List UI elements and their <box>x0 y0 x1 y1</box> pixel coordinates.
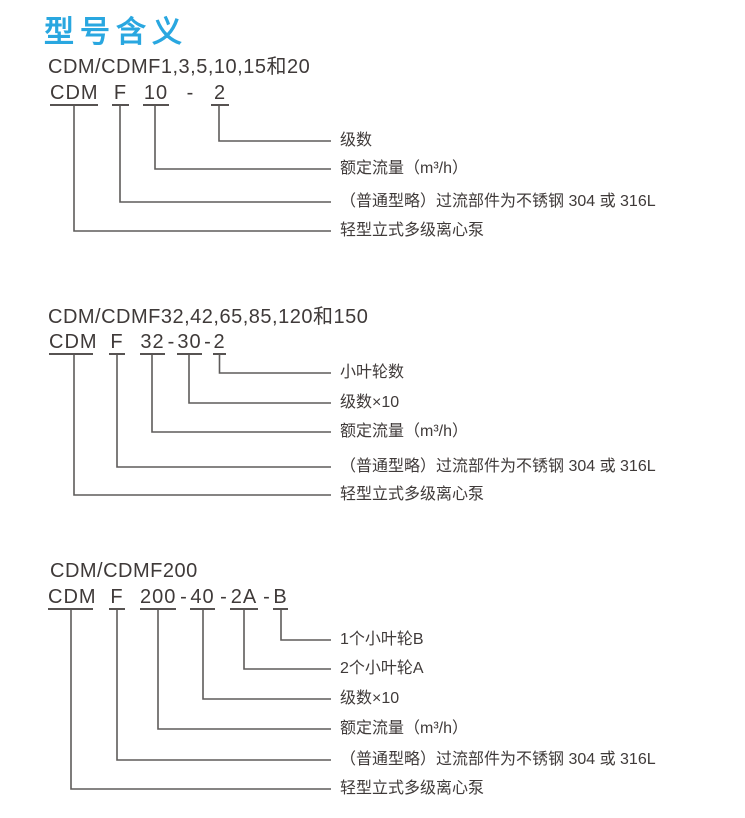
label-two-impeller-a: 2个小叶轮A <box>340 660 424 677</box>
code-part-flow: 10 <box>143 82 169 106</box>
code-part-impeller-a: 2A <box>230 586 258 610</box>
code-part-flow: 32 <box>140 331 165 355</box>
label-material: （普通型略）过流部件为不锈钢 304 或 316L <box>340 193 656 210</box>
section-3-heading: CDM/CDMF200 <box>50 560 198 582</box>
code-separator: - <box>186 82 194 104</box>
code-part-material: F <box>109 586 125 610</box>
code-part-stages: 2 <box>211 83 229 106</box>
section-1-heading: CDM/CDMF1,3,5,10,15和20 <box>48 56 311 78</box>
code-part-material: F <box>112 82 129 106</box>
label-stages-x10: 级数×10 <box>340 394 400 411</box>
label-material: （普通型略）过流部件为不锈钢 304 或 316L <box>340 458 656 475</box>
label-stages-x10: 级数×10 <box>340 690 400 707</box>
label-stages: 级数 <box>340 132 373 149</box>
label-rated-flow: 额定流量（m³/h） <box>340 720 469 737</box>
code-part-material: F <box>109 331 125 355</box>
code-part-impeller-b: B <box>273 586 288 610</box>
code-separator: - <box>180 586 187 608</box>
code-part-series: CDM <box>48 586 97 610</box>
code-part-series: CDM <box>50 82 99 106</box>
label-material: （普通型略）过流部件为不锈钢 304 或 316L <box>340 751 656 768</box>
section-2-heading: CDM/CDMF32,42,65,85,120和150 <box>48 306 369 328</box>
code-part-small-impellers: 2 <box>213 331 226 355</box>
code-separator: - <box>263 586 270 608</box>
code-part-flow: 200 <box>140 586 177 610</box>
code-separator: - <box>220 586 227 608</box>
label-small-impellers: 小叶轮数 <box>340 364 405 381</box>
label-pump-type: 轻型立式多级离心泵 <box>340 780 485 797</box>
label-rated-flow: 额定流量（m³/h） <box>340 423 469 440</box>
label-rated-flow: 额定流量（m³/h） <box>340 160 469 177</box>
code-part-stages: 40 <box>190 586 215 610</box>
code-separator: - <box>167 331 175 353</box>
code-part-stages: 30 <box>177 331 202 355</box>
code-part-series: CDM <box>49 331 98 355</box>
code-separator: - <box>204 331 211 353</box>
page-title: 型号含义 <box>44 16 188 49</box>
label-pump-type: 轻型立式多级离心泵 <box>340 486 485 503</box>
label-pump-type: 轻型立式多级离心泵 <box>340 222 485 239</box>
label-one-impeller-b: 1个小叶轮B <box>340 631 424 648</box>
